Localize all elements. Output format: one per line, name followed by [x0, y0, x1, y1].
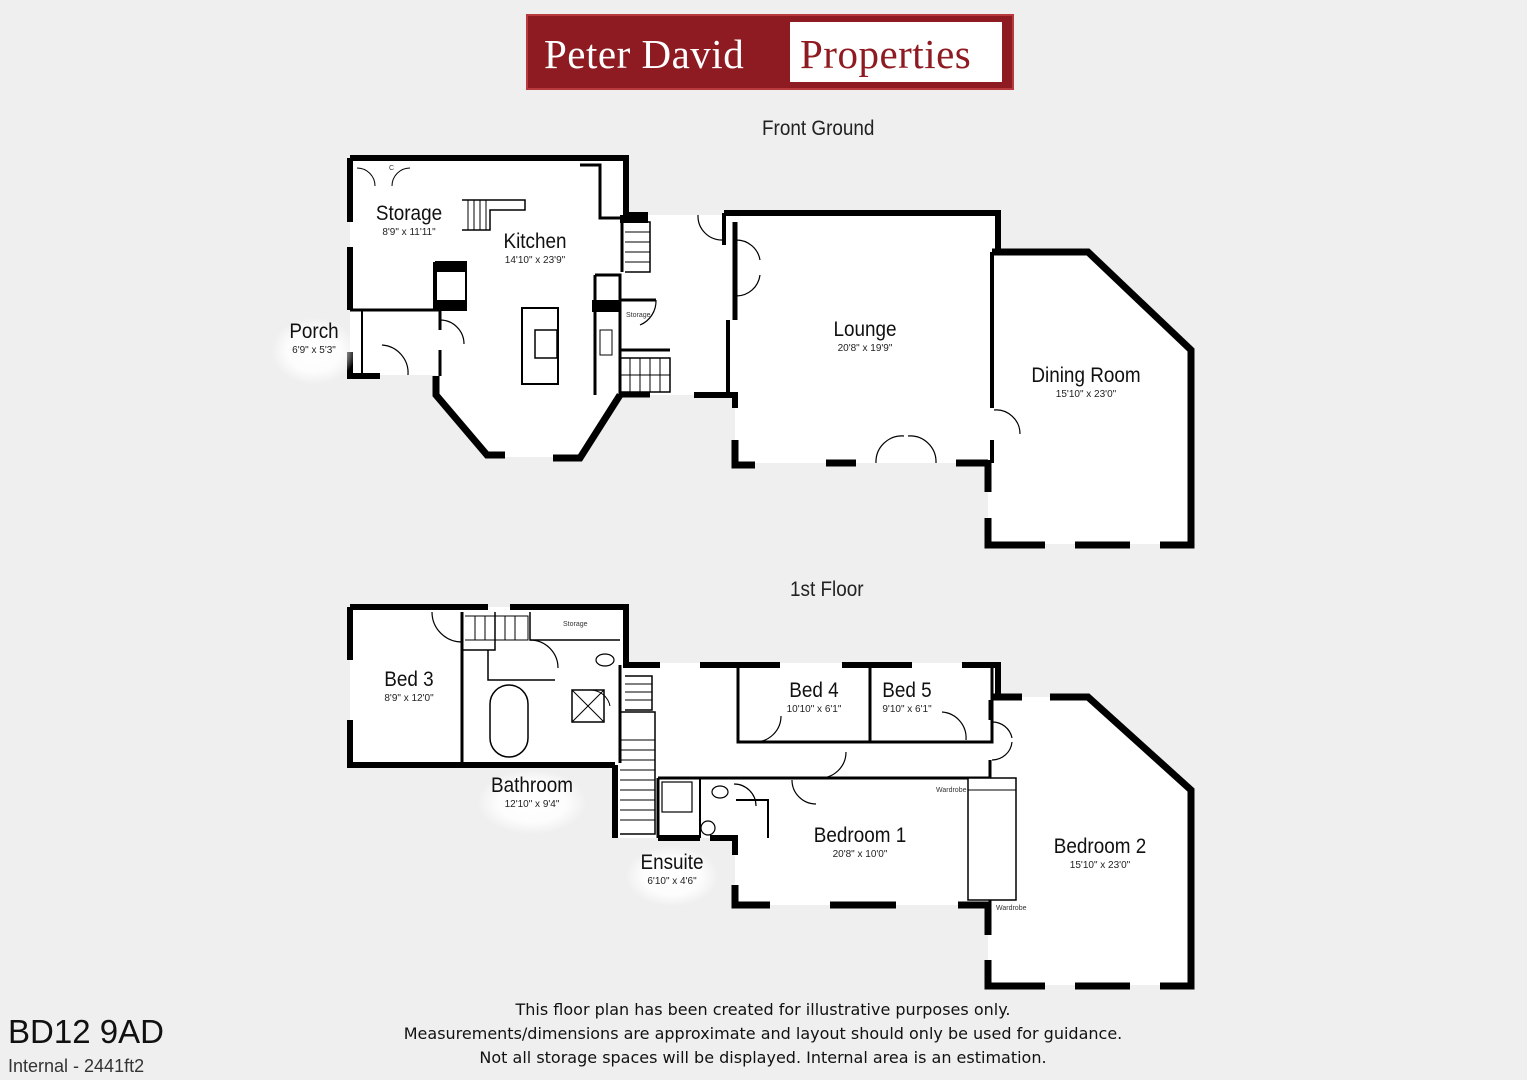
label-halo [272, 318, 356, 384]
room-name: Ensuite [640, 851, 704, 874]
room-dimensions: 6'9" x 5'3" [292, 345, 336, 356]
room-name: Bed 5 [882, 679, 932, 702]
room-label-bedroom-1: Bedroom 1 20'8" x 10'0" [809, 824, 912, 860]
room-name: Bedroom 2 [1053, 835, 1147, 858]
room-name: Storage [375, 202, 443, 225]
floor-title-first: 1st Floor [790, 578, 864, 601]
cupboard-mark: C [389, 165, 395, 172]
room-dimensions: 6'10" x 4'6" [647, 876, 697, 887]
brand-name-left: Peter David [544, 31, 745, 77]
room-dimensions: 15'10" x 23'0" [1055, 389, 1117, 400]
room-label-storage: Storage 8'9" x 11'11" [372, 202, 446, 238]
room-dimensions: 20'8" x 10'0" [832, 849, 888, 860]
floor-title-ground: Front Ground [762, 117, 875, 140]
room-dimensions: 9'10" x 6'1" [882, 704, 932, 715]
disclaimer: This floor plan has been created for ill… [330, 998, 1196, 1070]
room-label-bathroom: Bathroom 12'10" x 9'4" [486, 774, 577, 810]
disclaimer-line: This floor plan has been created for ill… [515, 1000, 1011, 1019]
room-name: Bathroom [491, 774, 573, 797]
storage-cupboard-label: Storage [626, 312, 651, 319]
room-label-bed-4: Bed 4 10'10" x 6'1" [787, 679, 842, 715]
room-dimensions: 10'10" x 6'1" [786, 704, 842, 715]
room-label-bedroom-2: Bedroom 2 15'10" x 23'0" [1049, 835, 1152, 871]
room-label-kitchen: Kitchen 14'10" x 23'9" [500, 230, 570, 266]
room-dimensions: 20'8" x 19'9" [837, 343, 893, 354]
brand-logo: Peter David Properties [526, 14, 1014, 90]
room-label-bed-3: Bed 3 8'9" x 12'0" [382, 668, 437, 704]
brand-name-right: Properties [800, 31, 972, 77]
disclaimer-line: Not all storage spaces will be displayed… [479, 1048, 1047, 1067]
room-name: Porch [289, 320, 339, 343]
room-dimensions: 14'10" x 23'9" [504, 255, 566, 266]
walls [347, 155, 1195, 990]
room-label-dining-room: Dining Room 15'10" x 23'0" [1025, 364, 1146, 400]
internal-area: Internal - 2441ft2 [8, 1056, 145, 1076]
room-dimensions: 15'10" x 23'0" [1069, 860, 1131, 871]
room-dimensions: 8'9" x 11'11" [382, 227, 436, 238]
room-label-porch: Porch 6'9" x 5'3" [287, 320, 342, 356]
label-halo [626, 846, 718, 906]
room-name: Kitchen [503, 230, 567, 253]
postcode: BD12 9AD [8, 1013, 164, 1050]
room-dimensions: 12'10" x 9'4" [504, 799, 560, 810]
brand-name-right-panel: Properties [790, 22, 1002, 82]
room-label-ensuite: Ensuite 6'10" x 4'6" [637, 851, 707, 887]
wardrobe-label: Wardrobe [996, 905, 1027, 912]
room-name: Bedroom 1 [813, 824, 907, 847]
wardrobe-label: Wardrobe [936, 787, 967, 794]
room-name: Bed 4 [789, 679, 839, 702]
room-label-bed-5: Bed 5 9'10" x 6'1" [880, 679, 935, 715]
room-label-lounge: Lounge 20'8" x 19'9" [830, 318, 900, 354]
room-name: Dining Room [1031, 364, 1141, 387]
disclaimer-line: Measurements/dimensions are approximate … [403, 1024, 1123, 1043]
room-dimensions: 8'9" x 12'0" [384, 693, 434, 704]
label-halo [478, 770, 586, 834]
room-name: Lounge [833, 318, 897, 341]
storage-cupboard-label: Storage [563, 621, 588, 628]
room-name: Bed 3 [384, 668, 434, 691]
